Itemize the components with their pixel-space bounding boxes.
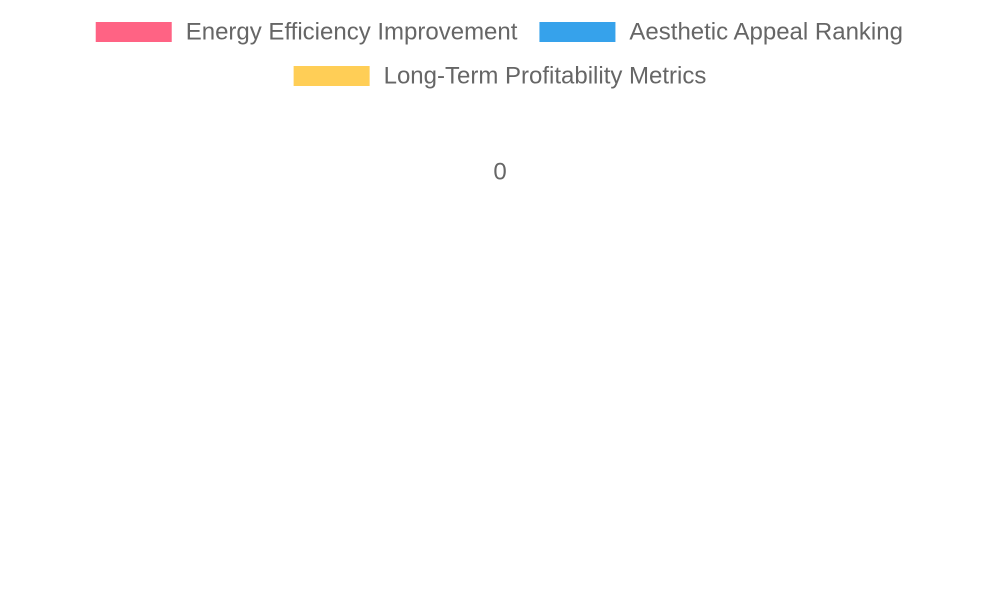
legend-swatch (539, 22, 616, 42)
legend-label: Long-Term Profitability Metrics (384, 63, 707, 90)
legend-item[interactable]: Energy Efficiency Improvement (95, 19, 518, 46)
legend-label: Energy Efficiency Improvement (186, 19, 518, 46)
legend-swatch (293, 66, 370, 86)
legend-item[interactable]: Aesthetic Appeal Ranking (539, 19, 903, 46)
legend-label: Aesthetic Appeal Ranking (629, 19, 903, 46)
axis-ticks: 0 (493, 159, 506, 186)
legend-swatch (95, 22, 172, 42)
tick-label: 0 (493, 159, 506, 186)
legend: Energy Efficiency Improvement Aesthetic A… (95, 19, 903, 90)
legend-item[interactable]: Long-Term Profitability Metrics (293, 63, 707, 90)
